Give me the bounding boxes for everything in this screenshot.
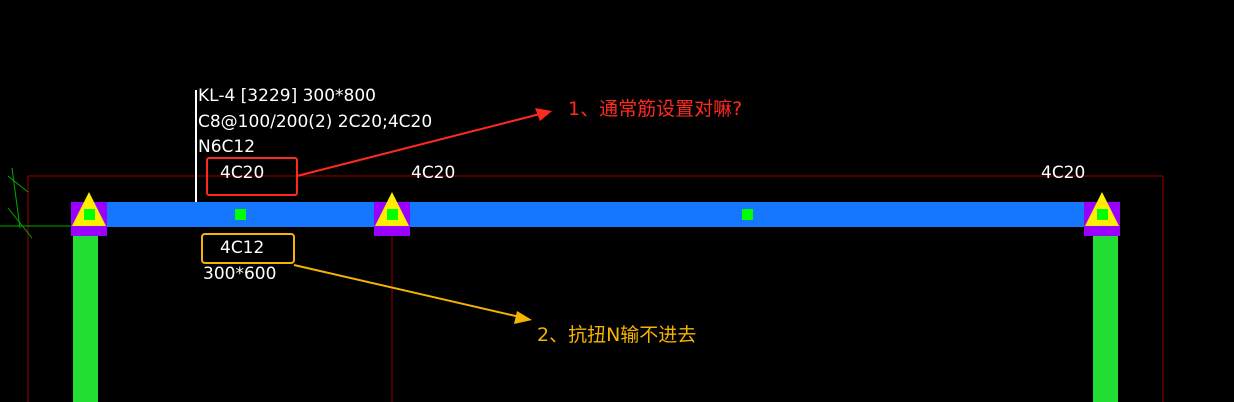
- grid-lines: [27, 175, 1164, 402]
- highlight-box-bottom-rebar: [201, 233, 295, 264]
- column-left[interactable]: [73, 232, 98, 402]
- arrow-orange: [293, 264, 532, 324]
- bottom-rebar-label: 4C12: [220, 238, 265, 258]
- span-marker-2[interactable]: [742, 209, 753, 220]
- column-right[interactable]: [1093, 232, 1118, 402]
- section-size-label: 300*600: [203, 264, 277, 284]
- support-middle[interactable]: [374, 192, 410, 236]
- arrow-red: [296, 108, 552, 177]
- ucs-axis-icon: [0, 167, 75, 239]
- highlight-box-top-rebar: [206, 157, 298, 196]
- top-rebar-left-label: 4C20: [220, 163, 265, 183]
- beam-name-label: KL-4 [3229] 300*800: [198, 86, 377, 106]
- beam-stirrup-label: C8@100/200(2) 2C20;4C20: [198, 112, 433, 132]
- annotation-note-2: 2、抗扭N输不进去: [537, 324, 697, 346]
- annotation-note-1: 1、通常筋设置对嘛?: [568, 98, 743, 120]
- span-marker-1[interactable]: [235, 209, 246, 220]
- top-rebar-right-label: 4C20: [1041, 163, 1086, 183]
- beam-torsion-label: N6C12: [198, 137, 256, 157]
- support-left[interactable]: [71, 192, 107, 236]
- top-rebar-mid-label: 4C20: [411, 163, 456, 183]
- beam-kl4[interactable]: [88, 202, 1110, 227]
- support-right[interactable]: [1084, 192, 1120, 236]
